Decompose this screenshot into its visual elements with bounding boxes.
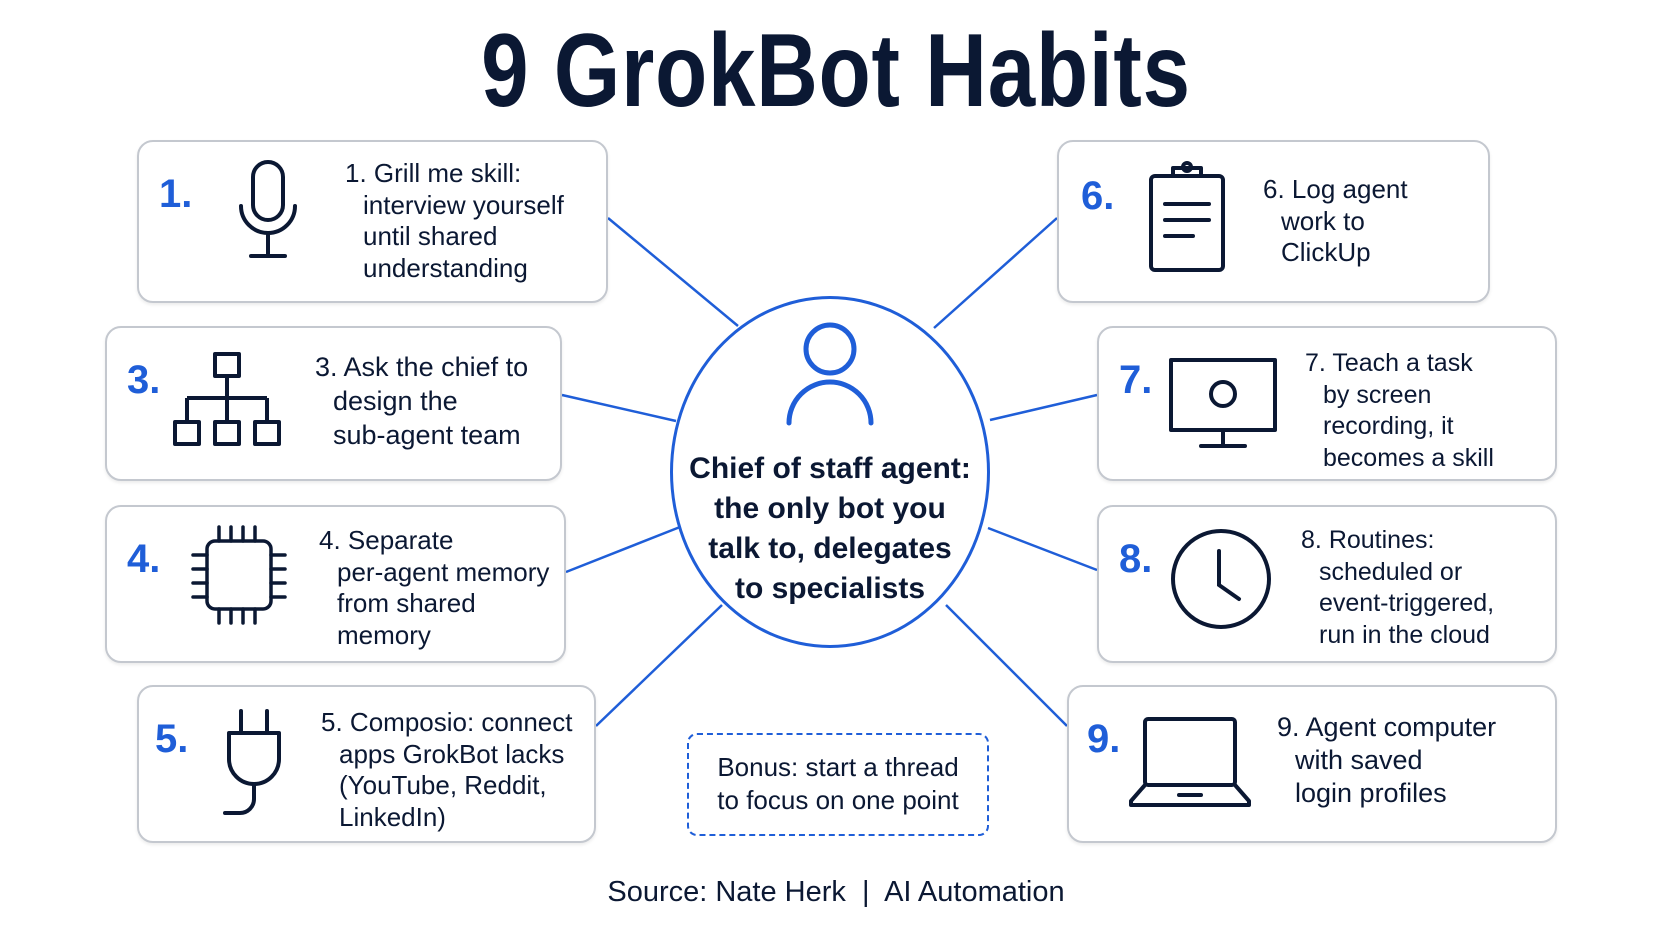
- habit-line: apps GrokBot lacks: [339, 738, 565, 769]
- habit-text: 9. Agent computer with saved login profi…: [1277, 711, 1496, 810]
- user-icon: [783, 319, 877, 431]
- habit-number-badge: 4.: [127, 537, 161, 581]
- habit-number: 8.: [1301, 526, 1322, 554]
- source-credit: Source: Nate Herk | AI Automation: [607, 876, 1065, 908]
- habit-line: by screen: [1323, 380, 1432, 409]
- habit-number-badge: 8.: [1119, 537, 1153, 581]
- center-hub: Chief of staff agent: the only bot you t…: [670, 296, 990, 648]
- center-label: Chief of staff agent: the only bot you t…: [673, 449, 987, 609]
- habit-line: scheduled or: [1319, 557, 1463, 586]
- center-line: Chief of staff agent:: [689, 452, 971, 485]
- habit-number: 7.: [1305, 349, 1326, 377]
- org-chart-icon: [169, 350, 285, 450]
- plug-icon: [221, 707, 287, 819]
- habit-number: 5.: [321, 707, 343, 737]
- habit-number-badge: 6.: [1081, 174, 1115, 218]
- habit-card-7: 7. 7. Teach a task by screen recording, …: [1097, 326, 1557, 481]
- habit-line: Log agent: [1291, 174, 1408, 204]
- habit-card-9: 9. 9. Agent computer with saved login pr…: [1067, 685, 1557, 843]
- chip-icon: [189, 523, 289, 627]
- habit-line: until shared: [363, 221, 498, 251]
- habit-text: 5. Composio: connect apps GrokBot lacks …: [321, 707, 572, 833]
- connector-line-1: [607, 217, 739, 327]
- habit-number: 6.: [1263, 174, 1285, 204]
- habit-number-badge: 1.: [159, 172, 193, 216]
- habit-line: per-agent memory: [337, 556, 550, 587]
- habit-line: sub-agent team: [333, 420, 521, 450]
- habit-line: understanding: [363, 252, 528, 283]
- habit-line: Grill me skill:: [373, 158, 522, 188]
- habit-line: ClickUp: [1281, 237, 1371, 267]
- habit-number-badge: 9.: [1087, 717, 1121, 761]
- habit-number: 4.: [319, 525, 341, 555]
- habit-line: with saved: [1295, 745, 1423, 775]
- habit-line: memory: [337, 619, 431, 650]
- habit-line: Ask the chief to: [343, 352, 529, 382]
- habit-line: recording, it: [1323, 412, 1454, 440]
- habit-number-badge: 7.: [1119, 358, 1153, 402]
- connector-line-8: [987, 526, 1098, 572]
- habit-line: Separate: [347, 525, 454, 555]
- habit-card-3: 3. 3. Ask the chief to design the sub-ag…: [105, 326, 562, 481]
- habit-line: login profiles: [1295, 778, 1447, 808]
- center-line: talk to, delegates: [708, 532, 952, 565]
- connector-line-6: [933, 217, 1058, 329]
- habit-line: Composio: connect: [349, 707, 573, 737]
- connector-line-3: [561, 393, 677, 423]
- monitor-icon: [1165, 354, 1281, 454]
- habit-text: 4. Separate per-agent memory from shared…: [319, 525, 549, 651]
- center-line: the only bot you: [714, 492, 946, 525]
- habit-number-badge: 3.: [127, 358, 161, 402]
- habit-card-4: 4. 4. Separate per-agent memory from sha…: [105, 505, 566, 663]
- habit-card-8: 8. 8. Routines: scheduled or event-trigg…: [1097, 505, 1557, 663]
- connector-line-9: [945, 604, 1068, 727]
- habit-number: 1.: [345, 158, 367, 188]
- habit-line: design the: [333, 386, 458, 416]
- habit-text: 3. Ask the chief to design the sub-agent…: [315, 350, 528, 452]
- habit-line: from shared: [337, 588, 476, 618]
- habit-line: (YouTube, Reddit,: [339, 770, 547, 800]
- habit-line: Routines:: [1328, 526, 1435, 554]
- bonus-line: Bonus: start a thread: [717, 752, 959, 782]
- habit-line: Agent computer: [1305, 712, 1497, 742]
- clock-icon: [1167, 525, 1275, 633]
- habit-card-6: 6. 6. Log agent work to ClickUp: [1057, 140, 1490, 303]
- habit-text: 8. Routines: scheduled or event-triggere…: [1301, 525, 1494, 651]
- habit-line: Teach a task: [1332, 349, 1473, 377]
- connector-line-7: [989, 393, 1098, 422]
- habit-line: work to: [1281, 205, 1365, 236]
- habit-line: run in the cloud: [1319, 620, 1490, 649]
- habit-card-1: 1. 1. Grill me skill: interview yourself…: [137, 140, 608, 303]
- habit-number-badge: 5.: [155, 717, 189, 761]
- microphone-icon: [235, 158, 301, 268]
- page-title: 9 GrokBot Habits: [481, 13, 1191, 129]
- habit-number: 3.: [315, 352, 338, 382]
- bonus-note: Bonus: start a thread to focus on one po…: [687, 733, 989, 836]
- connector-line-5: [595, 604, 723, 727]
- habit-card-5: 5. 5. Composio: connect apps GrokBot lac…: [137, 685, 596, 843]
- habit-text: 1. Grill me skill: interview yourself un…: [345, 158, 564, 284]
- habit-text: 7. Teach a task by screen recording, it …: [1305, 348, 1494, 474]
- clipboard-icon: [1145, 158, 1229, 274]
- habit-number: 9.: [1277, 712, 1300, 742]
- habit-line: event-triggered,: [1319, 589, 1495, 617]
- bonus-line: to focus on one point: [717, 785, 959, 815]
- laptop-icon: [1127, 713, 1253, 811]
- habit-line: becomes a skill: [1323, 443, 1494, 472]
- habit-text: 6. Log agent work to ClickUp: [1263, 174, 1408, 269]
- habit-line: interview yourself: [363, 189, 564, 220]
- center-line: to specialists: [734, 572, 926, 605]
- habit-line: LinkedIn): [339, 801, 446, 832]
- connector-line-4: [565, 525, 681, 574]
